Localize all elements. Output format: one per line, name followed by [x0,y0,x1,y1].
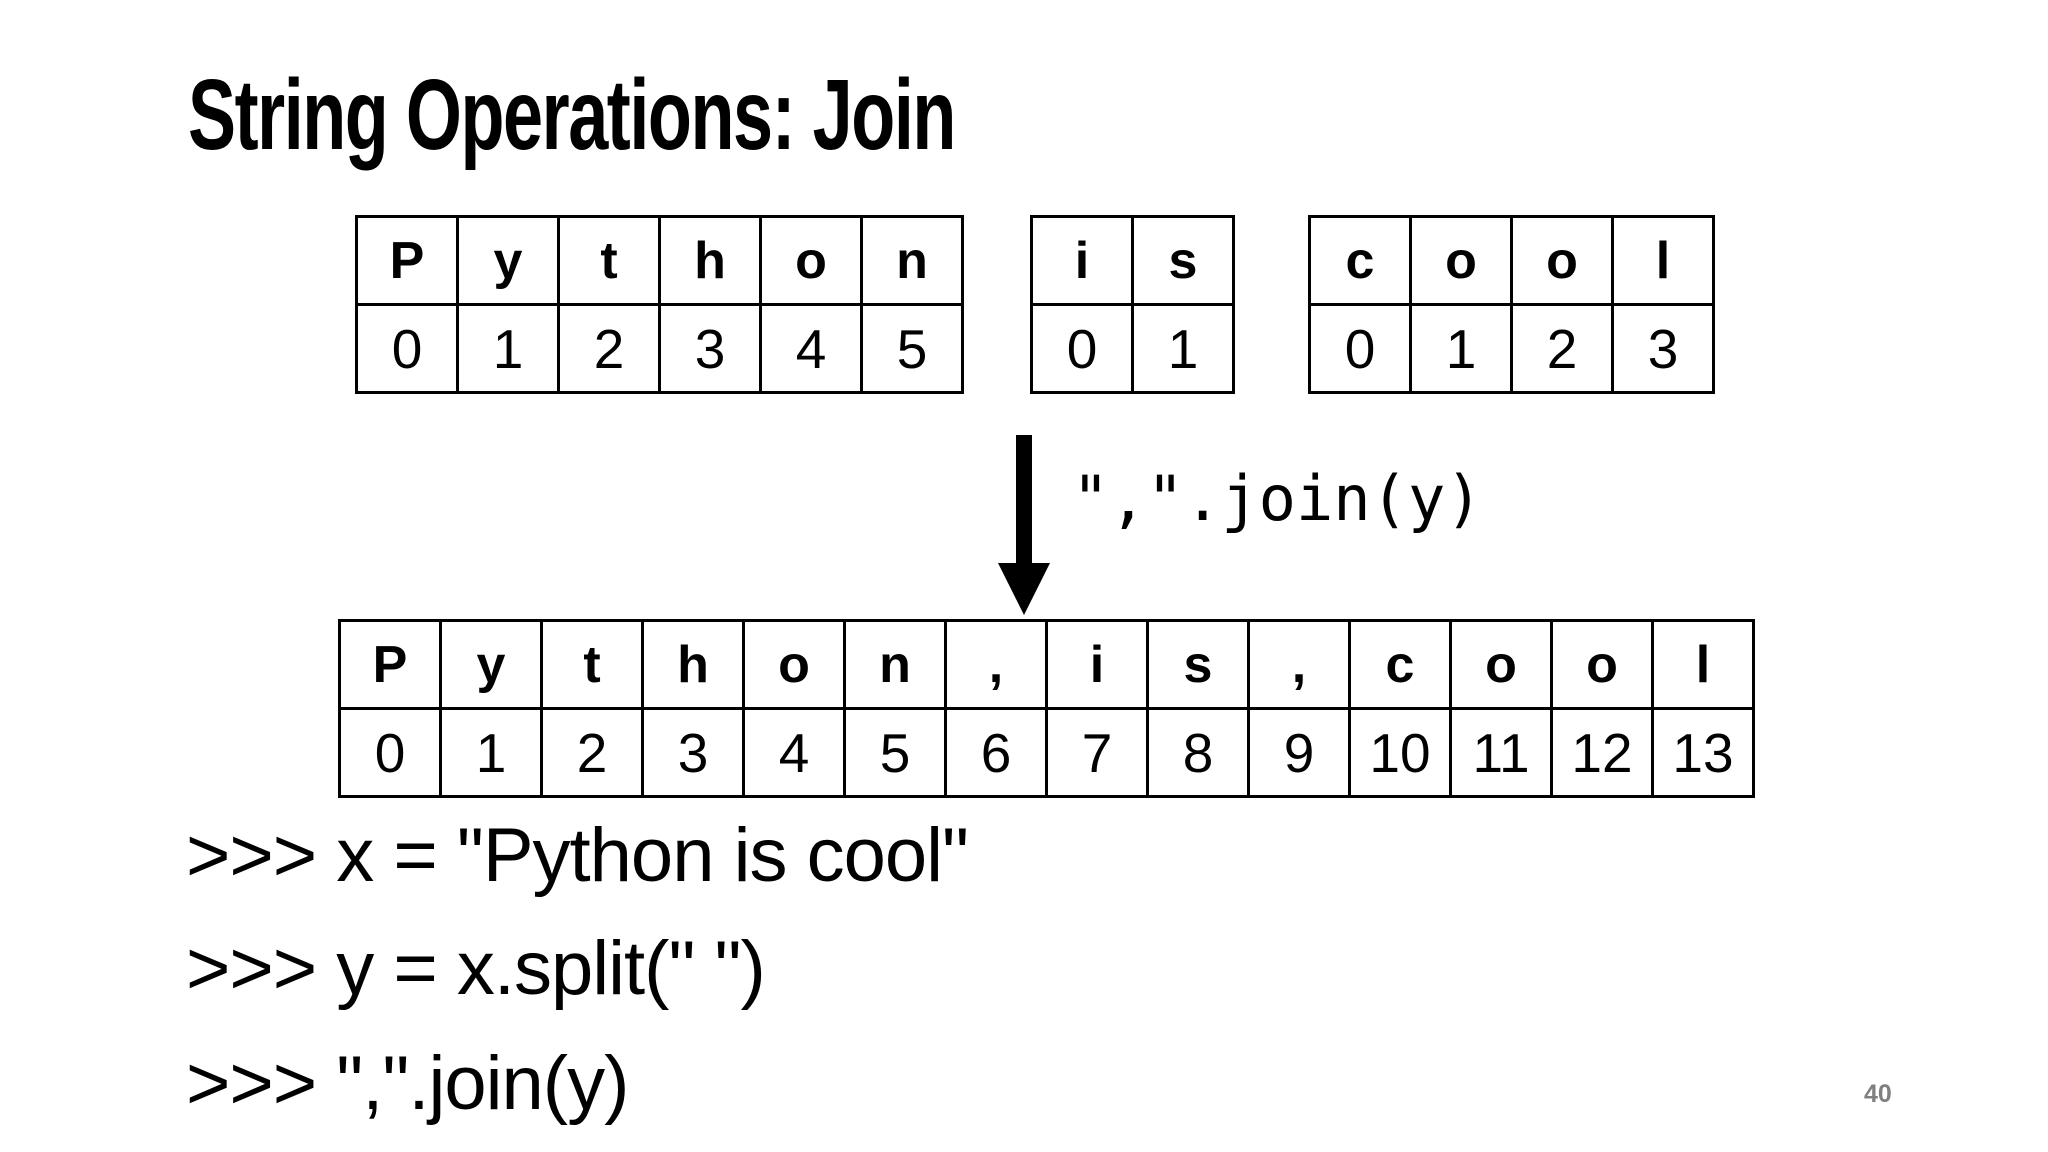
slide-title: String Operations: Join [188,59,956,171]
char-cell: o [1550,619,1654,710]
char-cell: i [1045,619,1149,710]
index-cell: 2 [557,303,661,394]
index-cell: 1 [439,707,543,798]
char-cell: y [456,215,560,306]
index-cell: 0 [338,707,442,798]
char-cell: s [1131,215,1235,306]
join-expression-label: ",".join(y) [1072,462,1483,535]
char-cell: o [759,215,863,306]
char-cell: h [641,619,745,710]
index-cell: 0 [1308,303,1412,394]
index-cell: 6 [944,707,1048,798]
code-line-assign-x: >>> x = "Python is cool" [186,813,969,898]
index-cell: 3 [658,303,762,394]
index-cell: 3 [1611,303,1715,394]
char-cell: o [1409,215,1513,306]
char-cell: l [1611,215,1715,306]
code-line-join: >>> ",".join(y) [186,1041,629,1126]
index-cell: 5 [860,303,964,394]
index-cell: 8 [1146,707,1250,798]
char-cell: h [658,215,762,306]
index-cell: 4 [759,303,863,394]
char-cell: t [540,619,644,710]
index-cell: 0 [1030,303,1134,394]
char-cell: y [439,619,543,710]
char-cell: s [1146,619,1250,710]
char-cell: n [860,215,964,306]
char-cell: t [557,215,661,306]
index-cell: 9 [1247,707,1351,798]
index-cell: 10 [1348,707,1452,798]
char-cell: l [1651,619,1755,710]
char-cell: o [742,619,846,710]
char-cell: , [1247,619,1351,710]
index-cell: 2 [540,707,644,798]
index-cell: 5 [843,707,947,798]
index-cell: 13 [1651,707,1755,798]
index-cell: 7 [1045,707,1149,798]
index-cell: 3 [641,707,745,798]
char-cell: c [1308,215,1412,306]
down-arrow-head [998,563,1050,615]
index-cell: 12 [1550,707,1654,798]
char-cell: c [1348,619,1452,710]
index-cell: 11 [1449,707,1553,798]
char-cell: P [355,215,459,306]
char-cell: i [1030,215,1134,306]
index-cell: 0 [355,303,459,394]
char-cell: , [944,619,1048,710]
page-number: 40 [1864,1080,1892,1108]
index-cell: 2 [1510,303,1614,394]
code-line-split: >>> y = x.split(" ") [186,926,766,1011]
index-cell: 1 [1409,303,1513,394]
index-cell: 4 [742,707,846,798]
index-cell: 1 [456,303,560,394]
down-arrow-shaft [1016,435,1032,565]
down-arrow-icon [998,435,1050,615]
char-cell: o [1510,215,1614,306]
index-cell: 1 [1131,303,1235,394]
char-cell: o [1449,619,1553,710]
char-cell: P [338,619,442,710]
char-cell: n [843,619,947,710]
